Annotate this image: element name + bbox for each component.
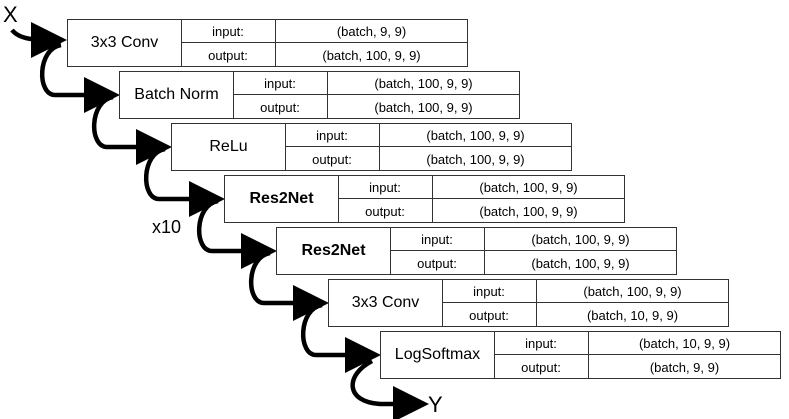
arrow-step-5	[249, 250, 329, 321]
output-label-y: Y	[428, 392, 443, 417]
output-row: output: (batch, 100, 9, 9)	[390, 251, 676, 275]
input-label: input:	[338, 176, 433, 198]
layer-name: Res2Net	[277, 228, 391, 274]
layer-name: LogSoftmax	[381, 332, 495, 378]
input-label: input:	[442, 280, 537, 302]
arrow-step-2	[92, 94, 172, 165]
input-row: input: (batch, 100, 9, 9)	[390, 228, 676, 251]
output-shape: (batch, 100, 9, 9)	[531, 255, 630, 271]
input-label: input:	[181, 20, 276, 42]
input-label-x: X	[3, 2, 18, 27]
layer-name: 3x3 Conv	[329, 280, 443, 326]
output-label: output:	[181, 43, 276, 67]
arrow-input	[10, 21, 67, 58]
input-label: input:	[233, 72, 328, 94]
input-shape: (batch, 100, 9, 9)	[583, 283, 682, 299]
arrow-step-6	[301, 302, 381, 373]
input-label: input:	[285, 124, 380, 146]
layer-name: Batch Norm	[120, 72, 234, 118]
layer-name: Res2Net	[225, 176, 339, 222]
output-row: output: (batch, 100, 9, 9)	[285, 147, 571, 171]
input-shape: (batch, 100, 9, 9)	[531, 231, 630, 247]
output-row: output: (batch, 10, 9, 9)	[442, 303, 728, 327]
input-label: input:	[494, 332, 589, 354]
input-shape: (batch, 100, 9, 9)	[426, 127, 525, 143]
input-row: input: (batch, 10, 9, 9)	[494, 332, 780, 355]
output-label: output:	[442, 303, 537, 327]
input-row: input: (batch, 100, 9, 9)	[338, 176, 624, 199]
input-shape: (batch, 10, 9, 9)	[638, 335, 731, 351]
input-shape: (batch, 100, 9, 9)	[479, 179, 578, 195]
arrow-step-3	[144, 146, 225, 217]
layer-name: ReLu	[172, 124, 286, 170]
output-shape: (batch, 100, 9, 9)	[322, 47, 421, 63]
arrow-step-1	[40, 42, 120, 113]
output-shape: (batch, 100, 9, 9)	[426, 151, 525, 167]
input-row: input: (batch, 9, 9)	[181, 20, 467, 43]
output-label: output:	[285, 147, 380, 171]
input-row: input: (batch, 100, 9, 9)	[442, 280, 728, 303]
output-row: output: (batch, 100, 9, 9)	[338, 199, 624, 223]
output-row: output: (batch, 9, 9)	[494, 355, 780, 379]
input-shape: (batch, 9, 9)	[336, 23, 407, 39]
output-label: output:	[390, 251, 485, 275]
output-shape: (batch, 100, 9, 9)	[479, 203, 578, 219]
output-label: output:	[494, 355, 589, 379]
input-shape: (batch, 100, 9, 9)	[374, 75, 473, 91]
output-shape: (batch, 100, 9, 9)	[374, 99, 473, 115]
output-row: output: (batch, 100, 9, 9)	[181, 43, 467, 67]
output-shape: (batch, 9, 9)	[649, 359, 720, 375]
output-shape: (batch, 10, 9, 9)	[586, 307, 679, 323]
output-label: output:	[338, 199, 433, 223]
input-row: input: (batch, 100, 9, 9)	[233, 72, 519, 95]
output-row: output: (batch, 100, 9, 9)	[233, 95, 519, 119]
arrow-step-4	[197, 198, 277, 269]
input-row: input: (batch, 100, 9, 9)	[285, 124, 571, 147]
output-label: output:	[233, 95, 328, 119]
repeat-label: x10	[152, 217, 182, 237]
layer-name: 3x3 Conv	[68, 20, 182, 66]
arrow-output	[350, 359, 429, 419]
input-label: input:	[390, 228, 485, 250]
